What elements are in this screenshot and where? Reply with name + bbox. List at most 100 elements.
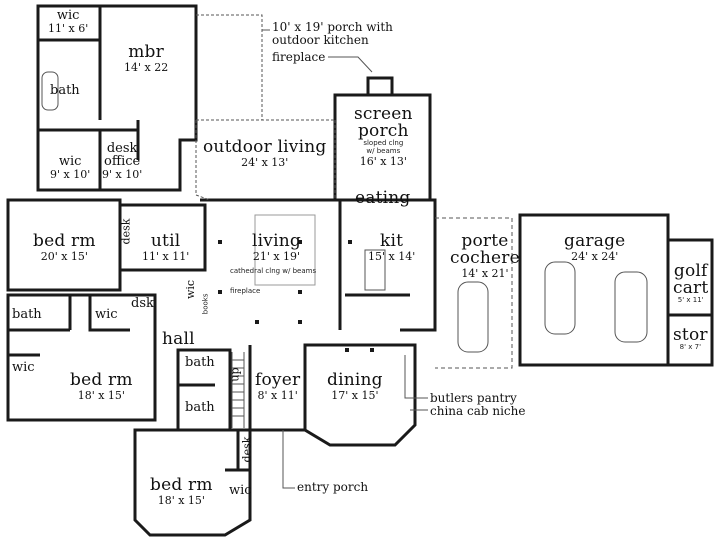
room-wic-b3: wic [229, 484, 252, 497]
room-dims: 21' x 19' [252, 250, 301, 263]
room-dims: 14' x 22 [124, 61, 169, 74]
fireplace-living-label: fireplace [230, 287, 261, 295]
room-name: living [252, 231, 301, 251]
room-name-2: cart [673, 278, 709, 298]
column [218, 290, 222, 294]
room-kit: kit 15' x 14' [368, 231, 415, 263]
annotation-porch: 10' x 19' porch with outdoor kitchen [272, 21, 393, 46]
room-bath-b2: bath [12, 308, 42, 321]
room-name: wic [229, 483, 252, 498]
column [370, 348, 374, 352]
room-name-1: screen [354, 104, 413, 124]
room-name: foyer [255, 370, 301, 390]
room-dining: dining 17' x 15' [327, 370, 383, 402]
outline-porte-cochere [435, 217, 513, 369]
room-util: util 11' x 11' [142, 231, 190, 263]
living-rug [254, 214, 316, 286]
room-dims: 16' x 13' [359, 155, 407, 169]
room-dims: 11' x 6' [48, 22, 89, 35]
wic-util-label: wic [184, 279, 198, 300]
room-dims: 9' x 10' [50, 168, 91, 181]
room-name: garage [564, 231, 626, 251]
room-bed1: bed rm 20' x 15' [33, 231, 96, 263]
room-name: util [150, 231, 181, 251]
room-screen-porch: screen porch sloped clng w/ beams 16' x … [354, 104, 413, 169]
room-golf-cart: golf cart 5' x 11' [673, 263, 708, 305]
room-name: kit [380, 231, 404, 251]
stairs [231, 352, 245, 428]
kitchen-island [364, 249, 386, 291]
room-note-1: sloped clng [363, 139, 404, 147]
room-bed2: bed rm 18' x 15' [70, 370, 133, 402]
room-dims: 8' x 11' [257, 389, 298, 402]
column [218, 240, 222, 244]
books-label: books [201, 293, 210, 315]
room-name: wic [56, 8, 80, 23]
room-foyer: foyer 8' x 11' [255, 370, 301, 402]
room-living: living 21' x 19' [252, 231, 301, 263]
wall-util [120, 203, 207, 272]
wall-bed3 [133, 428, 252, 537]
column [255, 320, 259, 324]
column [345, 348, 349, 352]
room-name: dining [327, 370, 383, 390]
room-line1: desk [106, 141, 138, 156]
room-name: bed rm [33, 231, 96, 251]
annotation-china-cab: china cab niche [430, 404, 526, 418]
room-bath-master: bath [50, 84, 80, 97]
wall-master-suite [36, 4, 198, 192]
room-name: bed rm [70, 370, 133, 390]
room-eating: eating [355, 190, 411, 207]
room-dims: 14' x 21' [461, 267, 509, 280]
annotation-porch-line2: outdoor kitchen [272, 32, 369, 47]
room-name: bath [12, 307, 42, 322]
room-name: wic [58, 154, 82, 169]
room-dims: 24' x 13' [241, 156, 289, 169]
annotation-fireplace: fireplace [272, 50, 326, 64]
room-name: stor [673, 325, 708, 345]
room-name-1: golf [673, 261, 708, 281]
wall-dining [303, 343, 417, 447]
wall-bed2 [6, 293, 157, 422]
wall-golf-cart [668, 238, 714, 367]
annotation-entry-porch: entry porch [297, 480, 369, 494]
desk-bed1-label: desk [119, 218, 133, 245]
room-name-2: porch [357, 121, 409, 141]
stairs-up-label: up [228, 367, 242, 382]
room-outdoor-living: outdoor living 24' x 13' [203, 137, 327, 169]
room-bed3: bed rm 18' x 15' [150, 475, 213, 507]
room-name: bath [185, 355, 215, 370]
wall-bed3-wic [225, 430, 250, 472]
wall-kitchen [338, 200, 410, 330]
room-name: bed rm [150, 475, 213, 495]
room-name: outdoor living [203, 137, 327, 157]
leader-entry [282, 430, 295, 489]
leader-butlers [404, 355, 428, 399]
car-garage-2 [614, 271, 648, 343]
desk-bed2-label: dsk [131, 296, 154, 311]
room-bath-b: bath [185, 401, 215, 414]
wall-bed2-bath [8, 295, 130, 357]
column [298, 290, 302, 294]
car-garage-1 [544, 261, 576, 335]
room-name: office [104, 154, 141, 169]
room-office: desk office 9' x 10' [102, 142, 142, 180]
room-dims: 20' x 15' [40, 250, 88, 263]
wall-master-bath [38, 6, 140, 190]
room-bath-a: bath [185, 356, 215, 369]
room-hall: hall [162, 331, 195, 348]
tub [41, 71, 59, 111]
wall-bed1 [6, 198, 122, 292]
room-wic-b2b: wic [12, 361, 35, 374]
room-name: bath [50, 83, 80, 98]
outline-outdoor-living [195, 119, 336, 201]
room-name: wic [95, 307, 118, 322]
room-dims: 11' x 11' [142, 250, 190, 263]
desk-bed3-label: desk [240, 436, 254, 463]
room-dims: 5' x 11' [677, 296, 704, 304]
room-name-2: cochere [450, 248, 520, 268]
wall-core [200, 198, 437, 332]
column [348, 240, 352, 244]
